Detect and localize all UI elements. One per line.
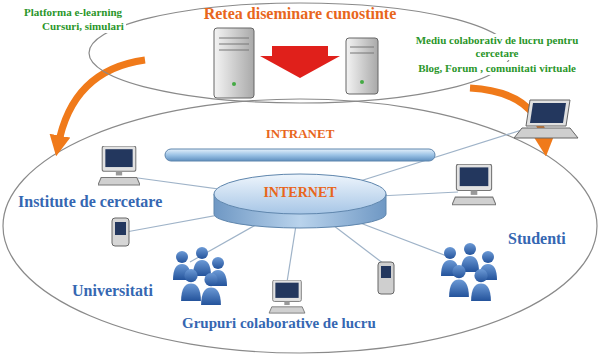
computer-icon <box>269 280 305 313</box>
group-label: Universitati <box>72 282 153 300</box>
network-boundary <box>3 99 597 353</box>
computer-icon <box>452 164 496 205</box>
transfer-arrow <box>260 46 340 78</box>
server-icon <box>346 38 378 94</box>
computer-icon <box>98 146 140 185</box>
people-group <box>173 247 227 305</box>
group-label: Grupuri colaborative de lucru <box>182 314 376 332</box>
node-title: INTERNET <box>212 185 388 201</box>
service-label: Blog, Forum , comunitati virtuale <box>400 62 594 75</box>
service-label: Mediu colaborativ de lucru pentru cercet… <box>400 34 594 60</box>
people-group <box>441 243 497 301</box>
pda-icon <box>112 218 129 246</box>
internet-disk: INTERNET <box>212 172 388 230</box>
service-label: Cursuri, simulari <box>40 20 126 33</box>
network-links <box>126 128 528 282</box>
group-label: Institute de cercetare <box>18 193 162 211</box>
flow-arrow <box>58 60 145 146</box>
node-title: INTRANET <box>165 126 435 141</box>
group-label: Studenti <box>508 230 566 248</box>
intranet-bar: INTRANET <box>165 126 435 162</box>
internet-disk-shape <box>212 172 388 230</box>
node-title: Retea diseminare cunostinte <box>88 5 512 23</box>
server-icon <box>214 28 254 98</box>
bus-bar <box>165 149 435 161</box>
phone-icon <box>378 262 394 294</box>
laptop-icon <box>514 100 578 138</box>
service-label: Platforma e-learning <box>22 6 124 19</box>
